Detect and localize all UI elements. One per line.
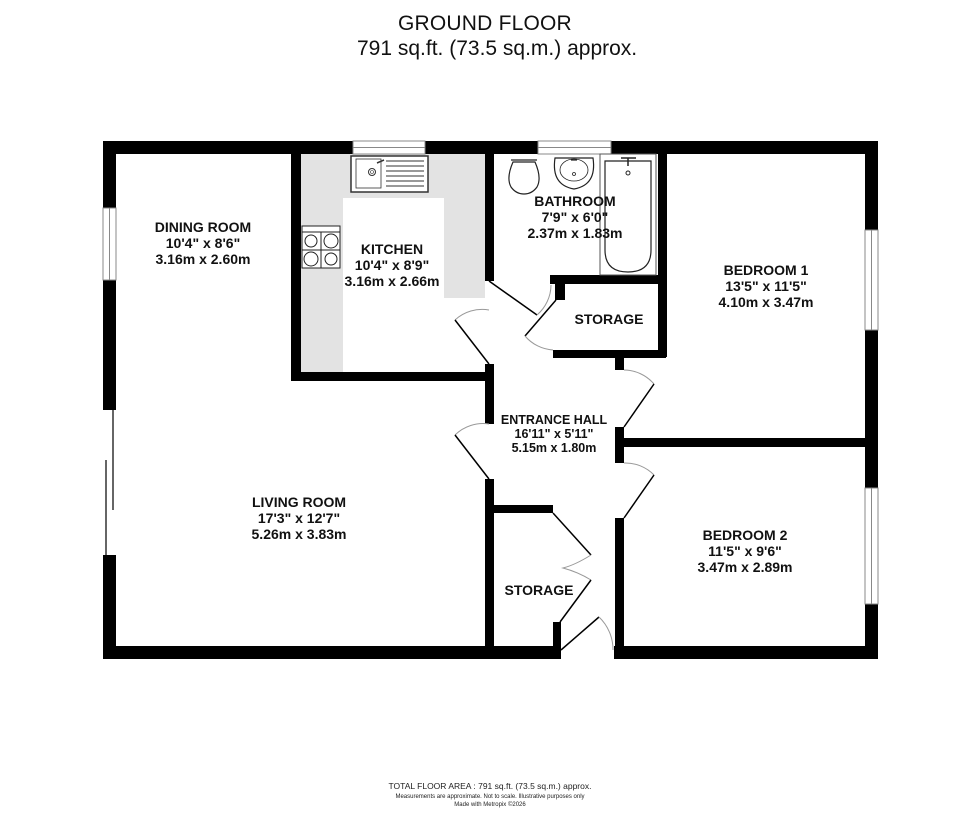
floor-area: 791 sq.ft. (73.5 sq.m.) approx. bbox=[357, 37, 638, 60]
patio-door bbox=[105, 410, 114, 555]
total-floor-area: TOTAL FLOOR AREA : 791 sq.ft. (73.5 sq.m… bbox=[388, 781, 592, 791]
credit: Made with Metropix ©2026 bbox=[454, 802, 526, 808]
room-label-dining-room: DINING ROOM 10'4" x 8'6" 3.16m x 2.60m bbox=[154, 219, 252, 267]
disclaimer: Measurements are approximate. Not to sca… bbox=[395, 794, 585, 800]
basin-icon bbox=[553, 157, 595, 190]
room-label-storage-lower: STORAGE bbox=[504, 582, 574, 598]
room-label-bathroom: BATHROOM 7'9" x 6'0" 2.37m x 1.83m bbox=[527, 193, 623, 241]
doors bbox=[454, 280, 655, 651]
sink-icon bbox=[350, 155, 429, 193]
internal-walls bbox=[291, 141, 878, 659]
room-label-living-room: LIVING ROOM 17'3" x 12'7" 5.26m x 3.83m bbox=[251, 494, 347, 542]
outer-walls bbox=[103, 141, 878, 659]
room-label-bedroom-2: BEDROOM 2 11'5" x 9'6" 3.47m x 2.89m bbox=[697, 527, 793, 575]
hob-icon bbox=[301, 225, 341, 269]
toilet-icon bbox=[508, 159, 540, 195]
room-label-entrance-hall: ENTRANCE HALL 16'11" x 5'11" 5.15m x 1.8… bbox=[500, 413, 608, 455]
floor-title: GROUND FLOOR bbox=[398, 12, 572, 35]
windows bbox=[102, 140, 879, 605]
room-label-kitchen: KITCHEN 10'4" x 8'9" 3.16m x 2.66m bbox=[344, 241, 440, 289]
bath-icon bbox=[599, 153, 657, 276]
room-label-bedroom-1: BEDROOM 1 13'5" x 11'5" 4.10m x 3.47m bbox=[718, 262, 814, 310]
room-label-storage-upper: STORAGE bbox=[574, 311, 644, 327]
